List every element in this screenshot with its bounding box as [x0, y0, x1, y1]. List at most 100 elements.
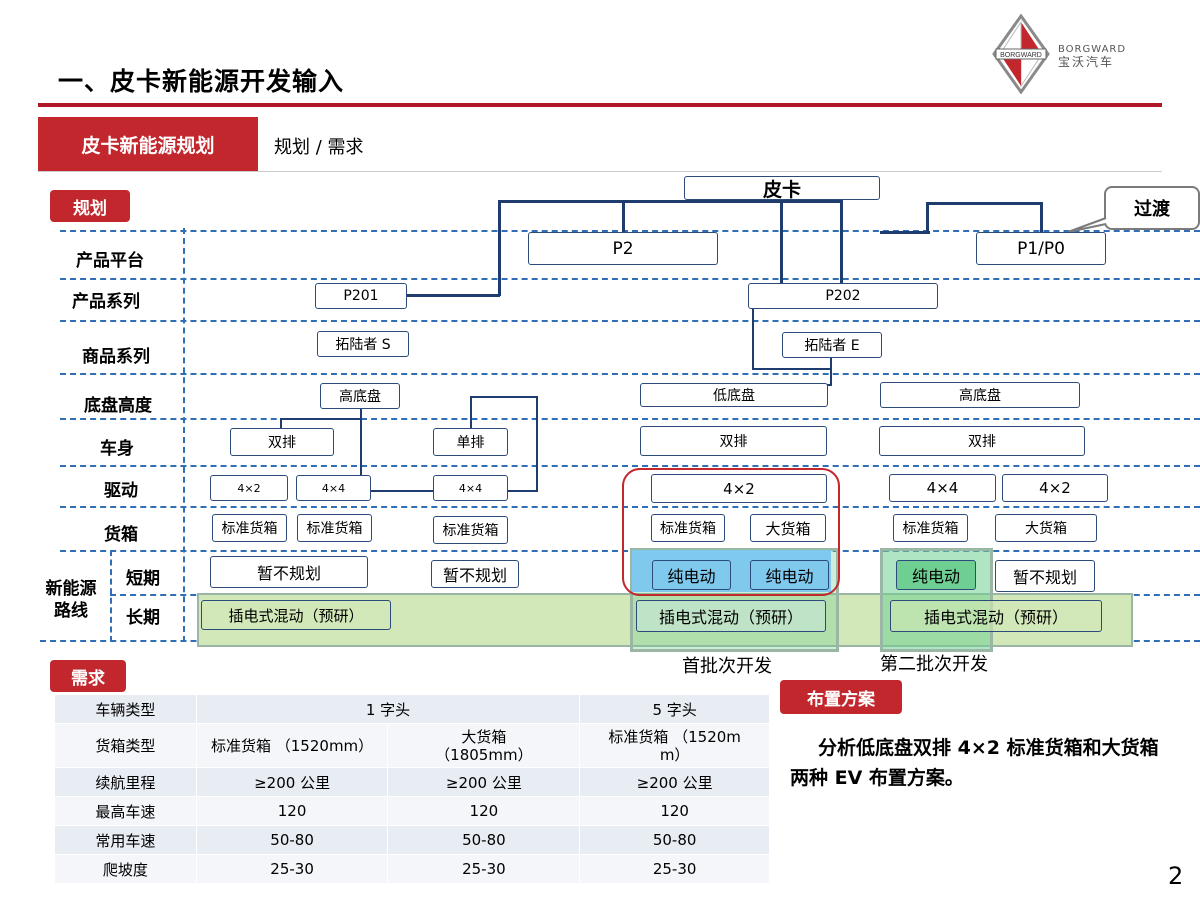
batch2-label: 第二批次开发 [880, 654, 988, 675]
tree-line [926, 202, 929, 234]
transition-callout: 过渡 [1104, 186, 1200, 230]
cargo-standard-e: 标准货箱 [893, 514, 968, 542]
table-cell: 25-30 [387, 854, 581, 884]
series-p202: P202 [748, 283, 938, 309]
drive-4x4-c: 4×4 [889, 474, 996, 502]
requirements-tag: 需求 [50, 660, 126, 692]
cargo-standard-c: 标准货箱 [433, 516, 508, 544]
page-title: 一、皮卡新能源开发输入 [58, 67, 345, 96]
tree-line [498, 200, 501, 296]
drive-4x4-b: 4×4 [433, 475, 508, 501]
table-cell: 爬坡度 [54, 854, 197, 884]
table-row: 常用车速 50-80 50-80 50-80 [54, 825, 770, 855]
page-number: 2 [1168, 862, 1184, 890]
short-none-b: 暂不规划 [431, 560, 519, 588]
borgward-logo-icon: BORGWARD [992, 14, 1050, 94]
table-cell: 5 字头 [579, 694, 770, 724]
grid-line [60, 320, 1200, 322]
tree-line [840, 200, 843, 284]
table-row: 最高车速 120 120 120 [54, 796, 770, 826]
logo-text: BORGWARD 宝沃汽车 [1058, 44, 1126, 68]
table-cell: 25-30 [579, 854, 770, 884]
body-double-1: 双排 [230, 428, 334, 456]
table-cell: 常用车速 [54, 825, 197, 855]
table-row: 续航里程 ≥200 公里 ≥200 公里 ≥200 公里 [54, 767, 770, 797]
grid-line [60, 230, 1200, 232]
cargo-large-b: 大货箱 [995, 514, 1097, 542]
tree-line [498, 200, 842, 203]
grid-line [60, 278, 1200, 280]
table-cell: 50-80 [195, 825, 389, 855]
commodity-s: 拓陆者 S [317, 331, 409, 357]
body-double-3: 双排 [879, 426, 1085, 456]
table-cell: 1 字头 [195, 694, 581, 724]
body-single: 单排 [433, 428, 508, 456]
table-cell: 标准货箱 （1520mm） [195, 723, 389, 768]
platform-p1p0: P1/P0 [976, 232, 1106, 265]
tree-line [752, 308, 754, 370]
table-cell: 大货箱 （1805mm） [387, 723, 581, 768]
tree-line [280, 418, 282, 430]
row-label-cargo: 货箱 [104, 525, 138, 545]
chassis-low: 低底盘 [640, 383, 828, 407]
grid-line [60, 506, 1200, 508]
grid-line [60, 418, 1200, 420]
layout-plan-text: 分析低底盘双排 4×2 标准货箱和大货箱两种 EV 布置方案。 [790, 737, 1159, 789]
short-none-a: 暂不规划 [210, 556, 368, 588]
tree-line [780, 200, 783, 284]
body-double-2: 双排 [640, 426, 827, 456]
layout-plan-tag: 布置方案 [780, 680, 902, 714]
drive-4x2-b: 4×2 [651, 474, 827, 503]
row-label-drive: 驱动 [104, 481, 138, 501]
cargo-large-a: 大货箱 [750, 514, 826, 542]
short-ev-a: 纯电动 [652, 560, 731, 590]
table-row: 爬坡度 25-30 25-30 25-30 [54, 854, 770, 884]
table-cell: 25-30 [195, 854, 389, 884]
table-cell: 120 [195, 796, 389, 826]
header-divider [38, 103, 1162, 107]
series-p201: P201 [315, 283, 407, 309]
table-cell: ≥200 公里 [579, 767, 770, 797]
row-label-series: 产品系列 [72, 292, 140, 312]
table-cell: 货箱类型 [54, 723, 197, 768]
logo-badge-text: BORGWARD [1000, 52, 1042, 59]
tree-line [622, 200, 625, 234]
row-label-body: 车身 [100, 439, 134, 459]
tree-line [360, 406, 362, 492]
short-ev-c: 纯电动 [896, 560, 976, 590]
planning-tag: 规划 [50, 190, 130, 222]
platform-p2: P2 [528, 232, 718, 265]
tree-line [380, 294, 500, 297]
logo-text-en: BORGWARD [1058, 44, 1127, 55]
table-cell: 续航里程 [54, 767, 197, 797]
tree-line [280, 418, 362, 420]
commodity-e: 拓陆者 E [782, 332, 882, 358]
tree-line [830, 358, 832, 386]
tree-line [1040, 202, 1043, 234]
table-row: 车辆类型 1 字头 5 字头 [54, 694, 770, 724]
grid-line-vertical [110, 550, 112, 642]
long-phev-a: 插电式混动（预研） [201, 600, 391, 630]
short-ev-b: 纯电动 [750, 560, 829, 590]
table-cell: ≥200 公里 [195, 767, 389, 797]
cargo-standard-b: 标准货箱 [297, 514, 372, 542]
tree-line [880, 231, 930, 234]
cargo-standard-a: 标准货箱 [212, 514, 287, 542]
section-tab: 皮卡新能源规划 [38, 117, 258, 171]
tree-line [536, 396, 538, 492]
table-row: 货箱类型 标准货箱 （1520mm） 大货箱 （1805mm） 标准货箱 （15… [54, 723, 770, 768]
long-phev-b: 插电式混动（预研） [636, 600, 826, 632]
tree-line [926, 202, 1042, 205]
grid-line [60, 373, 1200, 375]
tree-line [752, 368, 832, 370]
tree-line [470, 396, 538, 398]
batch1-outline [622, 468, 840, 596]
section-divider [38, 171, 1162, 172]
grid-line [60, 465, 1200, 467]
logo-text-cn: 宝沃汽车 [1058, 55, 1115, 69]
section-subtitle: 规划 / 需求 [274, 137, 364, 158]
table-cell: 标准货箱 （1520m m） [579, 723, 770, 768]
row-label-commodity: 商品系列 [82, 347, 150, 367]
table-cell: ≥200 公里 [387, 767, 581, 797]
drive-4x2-a: 4×2 [210, 475, 288, 501]
